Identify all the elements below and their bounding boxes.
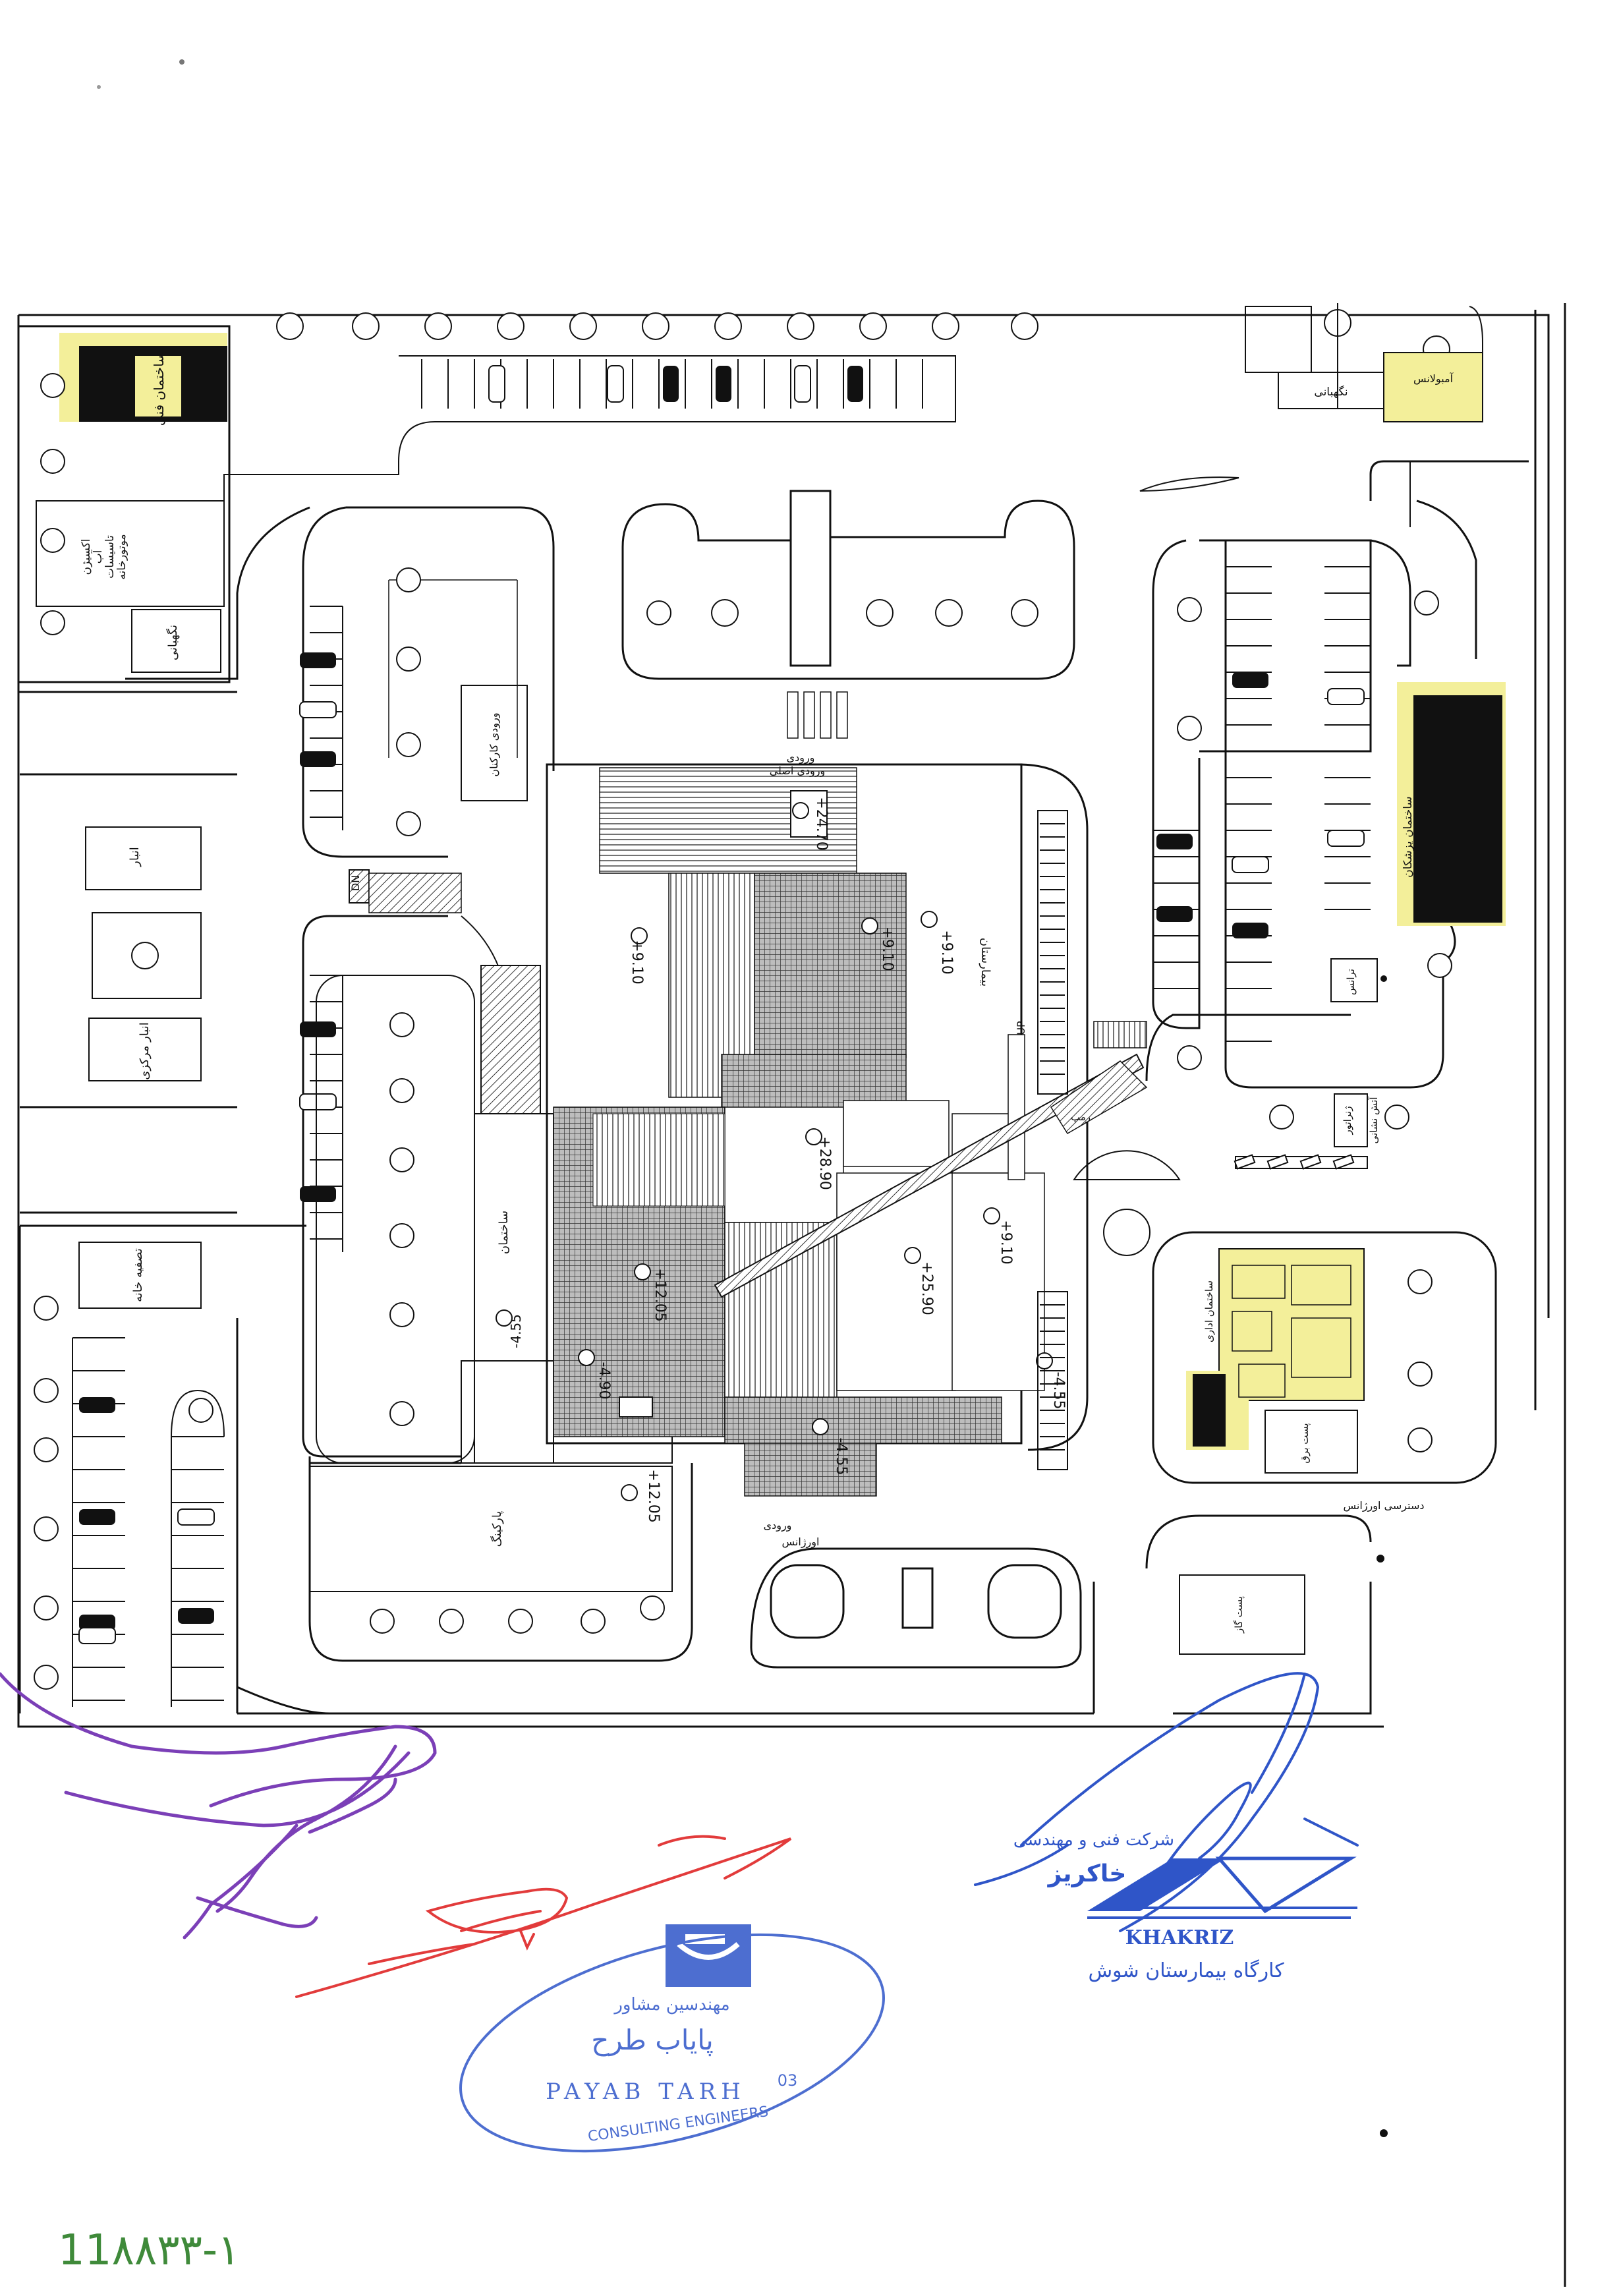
document-number: 11۸۸۳۳-۱ (58, 2226, 241, 2275)
signature-purple (0, 1672, 437, 1939)
payab-line1: مهندسین مشاور (613, 1995, 729, 2015)
left-parking-cars (299, 652, 337, 1202)
clinic-building-label: ساختمان اداری (1203, 1280, 1215, 1342)
level-l5: +28.90 (816, 1136, 833, 1190)
level-l13: -4.90 (596, 1362, 612, 1400)
clinic-side-label: پست برق (1299, 1423, 1311, 1463)
bottom-right-building-label: پست گاز (1233, 1596, 1245, 1634)
payab-latin: PAYAB TARH (546, 2079, 746, 2105)
entrance-label-top: ورودی (787, 751, 815, 764)
khakriz-line3: کارگاه بیمارستان شوش (1088, 1959, 1284, 1982)
diagonal-corridor (714, 1053, 1148, 1298)
main-gate-bottom-label: دسترسی اورژانس (1344, 1499, 1425, 1512)
guard-left-label: نگهبانی (165, 625, 180, 660)
left-parking-label: پارکینگ (490, 1511, 504, 1547)
trees-right (1177, 590, 1452, 1452)
level-l11: +12.05 (645, 1469, 662, 1522)
top-left-list-3: آب (90, 549, 105, 563)
scan-speck (97, 85, 101, 89)
right-parking-cars (1156, 672, 1365, 938)
right-dashes (1234, 1154, 1355, 1170)
right-small-3-label: آتش نشانی (1368, 1097, 1380, 1144)
khakriz-line1: شرکت فنی و مهندسی (1013, 1830, 1174, 1850)
entrance-emergency-label: اورژانس (782, 1535, 820, 1549)
top-right-guard: نگهبانی آمبولانس (1245, 303, 1483, 422)
ramp-hatch-2 (480, 965, 541, 1114)
level-l2: +9.10 (629, 940, 645, 984)
payab-num: 03 (778, 2071, 798, 2090)
left-mid-building-label: انبار (128, 847, 142, 867)
scan-speck (179, 59, 185, 65)
ramp-hatch (368, 873, 462, 913)
roundabout (1073, 1150, 1181, 1256)
main-hospital (546, 763, 1089, 1497)
small-building-north (461, 685, 528, 801)
top-left-building-label: ساختمان فنی (151, 352, 167, 426)
dn-label: DN (349, 875, 362, 891)
main-entrance-label: ورودی اصلی (770, 764, 826, 778)
up-label: UP (1015, 1021, 1027, 1035)
entrance-label: ورودی (764, 1519, 792, 1532)
island-top (1139, 476, 1239, 492)
trees-top (40, 309, 1450, 635)
mark-dot (1377, 1555, 1384, 1563)
top-left-list-2: تاسیسات (103, 535, 117, 579)
payab-stamp: مهندسین مشاور پایاب طرح PAYAB TARH CONSU… (459, 1924, 885, 2153)
level-l3: +9.10 (879, 927, 895, 971)
top-parking (223, 355, 956, 507)
level-l4: +9.10 (938, 930, 955, 974)
guard-top-right-label: نگهبانی (1314, 385, 1348, 399)
payab-line2: پایاب طرح (591, 2024, 714, 2057)
upper-loop (388, 490, 1075, 758)
left-buildings (78, 826, 202, 1309)
khakriz-stamp: شرکت فنی و مهندسی خاکریز KHAKRIZ کارگاه … (1013, 1830, 1357, 1982)
trees-upper-loop (396, 567, 1038, 836)
left-mid-building-2-label: انبار مرکزی (138, 1022, 152, 1080)
trees-bottom-left (370, 1595, 665, 1634)
left-lower-building-label: تصفیه خانه (131, 1248, 145, 1302)
khakriz-logo (1087, 1856, 1357, 1919)
site-boundary (17, 303, 1566, 2287)
right-small-1-label: ترانس (1345, 969, 1357, 995)
ramp-label: رمپ (1071, 1111, 1091, 1124)
roads (20, 460, 1529, 1715)
stair-mark (1093, 1021, 1147, 1048)
khakriz-latin: KHAKRIZ (1125, 1926, 1234, 1949)
admin-building (1152, 1231, 1497, 1484)
level-markers (496, 802, 1053, 1501)
top-entry-label: ورودی کارکنان (488, 712, 501, 776)
trees-far-left (34, 1296, 213, 1690)
khakriz-line2: خاکریز (1047, 1860, 1127, 1887)
mark-dot (1380, 975, 1387, 982)
level-l7: +9.10 (998, 1220, 1014, 1264)
right-parking-building-label: ساختمان پزشکان (1402, 796, 1415, 877)
level-l6: +25.90 (919, 1261, 935, 1315)
left-loop (18, 506, 693, 1715)
crosswalk (787, 691, 848, 739)
right-small-2-label: ژنراتور (1342, 1106, 1353, 1135)
level-l9: -4.55 (1050, 1372, 1067, 1410)
level-l1: +24.70 (813, 797, 830, 850)
payab-logo (666, 1924, 751, 1987)
bottom-right-building (1179, 1574, 1305, 1655)
top-left-list-1: موتورخانه (115, 534, 128, 579)
level-l12: +12.05 (652, 1268, 668, 1321)
top-parking-cars (488, 365, 863, 403)
right-parking-bays (1153, 566, 1371, 1042)
top-right-small-label: آمبولانس (1413, 372, 1454, 386)
trees-left-wing (389, 1012, 414, 1426)
emergency-loop (750, 1547, 1082, 1669)
lower-left-parking-cars (78, 1397, 215, 1644)
level-l10: -4.55 (833, 1438, 849, 1476)
east-parking-strip (1037, 810, 1068, 1470)
right-building-dark (1397, 682, 1506, 926)
signature-red (295, 1835, 792, 1998)
left-block-bottom-label: ساختمان (497, 1211, 511, 1254)
top-left-list-4: اکسیژن (80, 539, 93, 575)
top-left-building: ساختمان فنی موتورخانه تاسیسات آب اکسیژن … (17, 325, 231, 683)
mark-dot (1380, 2129, 1388, 2137)
main-hospital-wing-label: بیمارستان (979, 938, 992, 987)
